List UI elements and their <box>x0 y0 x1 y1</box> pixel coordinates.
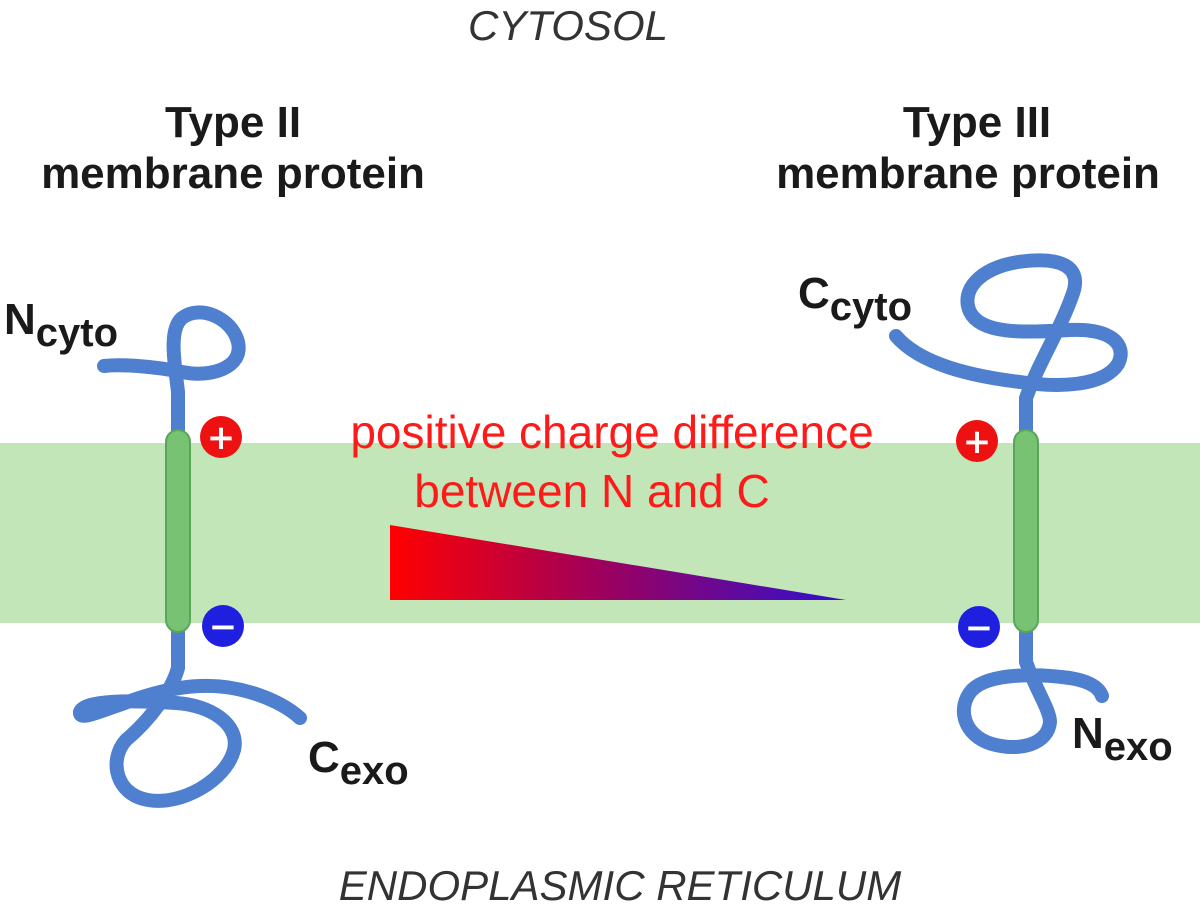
svg-text:+: + <box>207 418 236 458</box>
type-ii-exoplasmic-loop <box>73 621 307 808</box>
type-ii-plus-charge-icon: + <box>200 416 242 458</box>
type-iii-c-terminus-label: Ccyto <box>798 269 912 329</box>
type-iii-protein <box>889 253 1128 754</box>
type-iii-title: Type III <box>903 98 1051 147</box>
type-iii-subtitle: membrane protein <box>776 149 1160 198</box>
type-ii-subtitle: membrane protein <box>41 149 425 198</box>
type-iii-plus-charge-icon: + <box>956 420 998 462</box>
type-ii-protein <box>73 305 307 808</box>
type-ii-c-terminus-label: Cexo <box>308 733 409 793</box>
type-ii-n-terminus-label: Ncyto <box>4 295 118 355</box>
type-iii-exoplasmic-loop <box>956 621 1109 754</box>
type-iii-minus-charge-icon: − <box>958 606 1000 648</box>
er-label: ENDOPLASMIC RETICULUM <box>339 862 901 904</box>
charge-difference-label-line2: between N and C <box>414 465 769 517</box>
type-ii-minus-charge-icon: − <box>202 605 244 647</box>
svg-text:−: − <box>209 607 238 647</box>
type-iii-transmembrane-segment <box>1013 429 1039 633</box>
type-ii-title: Type II <box>165 98 301 147</box>
svg-text:+: + <box>963 422 992 462</box>
type-ii-cytosolic-loop <box>97 305 246 439</box>
cytosol-label: CYTOSOL <box>468 2 668 49</box>
charge-difference-label-line1: positive charge difference <box>350 406 873 458</box>
type-iii-n-terminus-label: Nexo <box>1072 709 1173 769</box>
charge-gradient-wedge <box>390 525 846 600</box>
svg-text:−: − <box>965 608 994 648</box>
type-ii-transmembrane-segment <box>165 429 191 633</box>
type-iii-cytosolic-loop <box>889 253 1128 439</box>
